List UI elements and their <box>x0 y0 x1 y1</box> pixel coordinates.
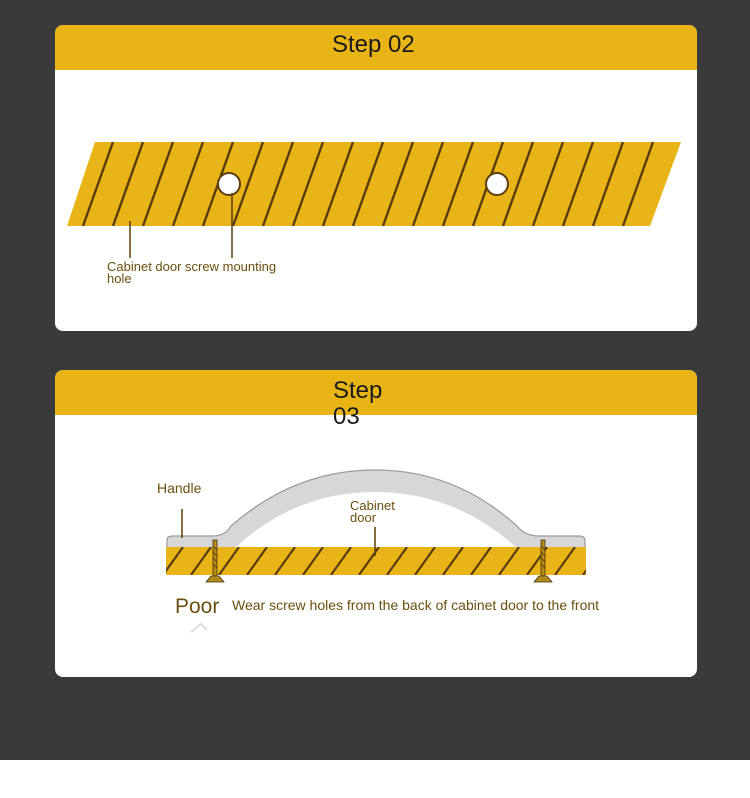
step-03-card: Step 03 <box>55 370 697 677</box>
door-panel-diagram <box>67 142 681 258</box>
mounting-hole-label: Cabinet door screw mounting hole <box>107 259 277 286</box>
handle-install-diagram <box>166 469 586 633</box>
mounting-hole-icon <box>217 172 241 196</box>
instruction-text: Wear screw holes from the back of cabine… <box>232 597 600 613</box>
step-02-header <box>55 25 697 70</box>
decorative-mark <box>190 622 208 633</box>
cabinet-door-label: Cabinet door <box>350 498 395 525</box>
step-02-title: Step 02 <box>332 31 415 58</box>
handle-label: Handle <box>157 480 202 496</box>
poor-label: Poor <box>175 595 220 618</box>
handle-gap <box>235 492 517 548</box>
screw-icon <box>205 539 225 583</box>
screw-icon <box>533 539 553 583</box>
step-03-header <box>55 370 697 415</box>
step-02-card: Step 02 <box>55 25 697 331</box>
step-03-title: Step 03 <box>333 377 383 430</box>
mounting-hole-icon <box>485 172 509 196</box>
door-panel <box>67 142 681 226</box>
